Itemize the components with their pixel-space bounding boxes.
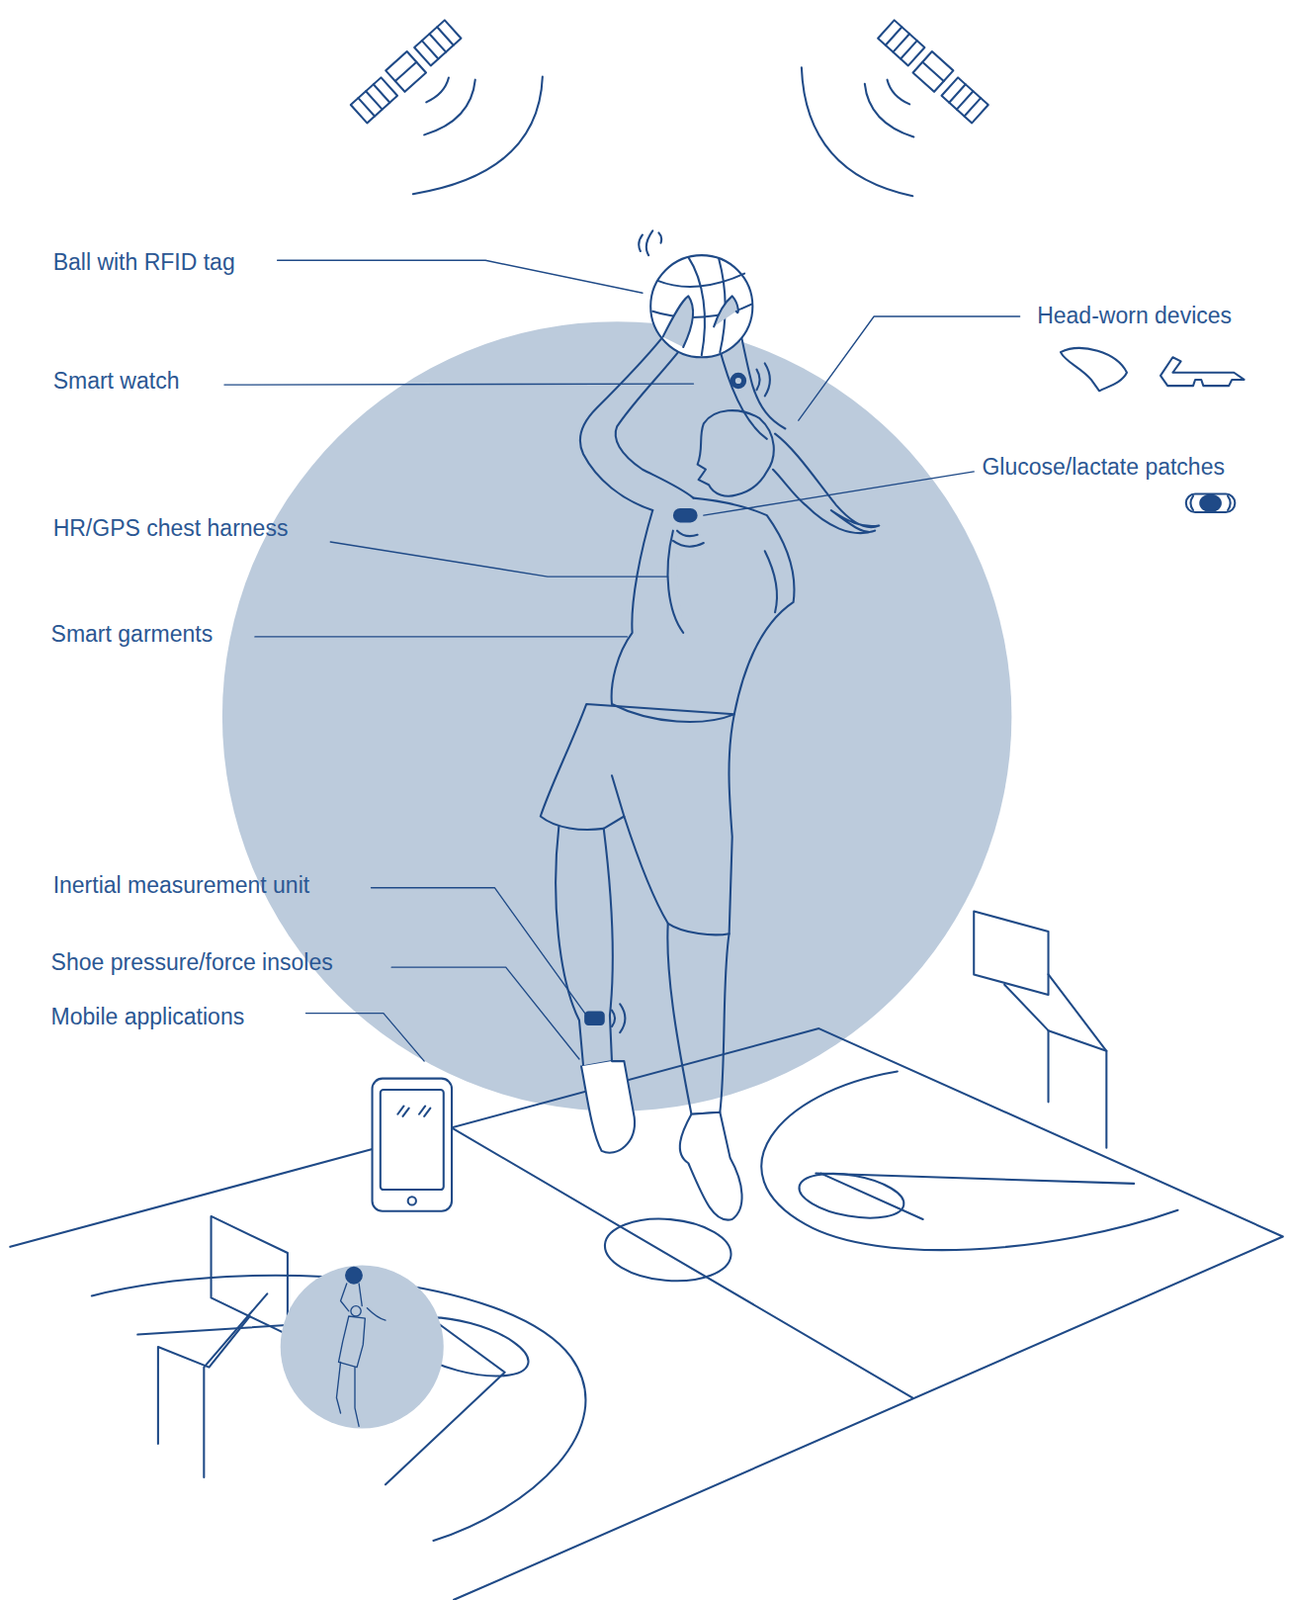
glucose-patch bbox=[674, 509, 697, 521]
callout-label: Smart garments bbox=[51, 619, 214, 648]
signal-arc bbox=[426, 78, 449, 103]
satellite-icon bbox=[876, 18, 990, 125]
signal-waves bbox=[611, 1003, 625, 1032]
background-circle bbox=[222, 321, 1012, 1111]
basketball-hoop bbox=[973, 910, 1107, 1147]
signal-arc bbox=[887, 80, 911, 105]
signal-arc bbox=[864, 84, 915, 138]
headband-icon bbox=[1060, 347, 1127, 391]
callout-label: Smart watch bbox=[53, 366, 180, 395]
basketball-court bbox=[9, 1028, 1283, 1600]
callout-label: Inertial measurement unit bbox=[53, 870, 311, 899]
mini-player bbox=[336, 1266, 386, 1426]
callout-label: Shoe pressure/force insoles bbox=[51, 947, 334, 976]
callout-label: HR/GPS chest harness bbox=[53, 514, 289, 542]
basketball-player bbox=[540, 255, 880, 1220]
imu-sensor bbox=[585, 1012, 604, 1025]
signal-arc bbox=[424, 80, 476, 136]
signal-arc bbox=[413, 77, 543, 195]
callout-label: Mobile applications bbox=[51, 1002, 246, 1031]
signal-waves bbox=[673, 530, 704, 547]
signal-waves bbox=[638, 230, 662, 256]
mobile-phone bbox=[372, 1078, 452, 1211]
signal-arc bbox=[801, 67, 913, 196]
basketball-hoop bbox=[158, 1215, 288, 1477]
callout-label: Ball with RFID tag bbox=[53, 248, 236, 276]
satellite-icon bbox=[348, 18, 462, 125]
inset-circle bbox=[280, 1264, 444, 1428]
glasses-icon bbox=[1160, 356, 1245, 386]
patch-icon bbox=[1186, 494, 1236, 514]
signal-waves bbox=[756, 362, 770, 396]
callout-label: Glucose/lactate patches bbox=[981, 452, 1224, 481]
leader-lines bbox=[224, 259, 1021, 1061]
smart-watch bbox=[731, 373, 746, 388]
callout-label: Head-worn devices bbox=[1036, 301, 1232, 330]
